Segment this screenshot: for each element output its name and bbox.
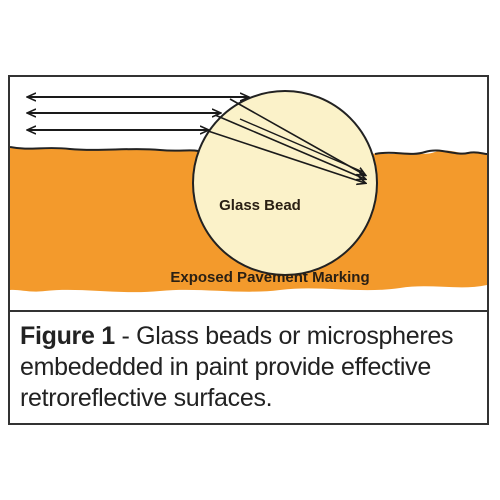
refracted-ray-4 — [239, 118, 364, 173]
caption-divider — [10, 310, 487, 312]
glass-bead-label: Glass Bead — [219, 197, 301, 214]
figure-frame: Glass Bead Exposed Pavement Marking Figu… — [8, 75, 489, 425]
glass-bead — [192, 90, 378, 276]
refracted-ray-2 — [214, 114, 365, 179]
retroreflection-diagram — [10, 90, 487, 293]
paint-surface-edge-right — [374, 149, 487, 155]
refracted-ray-1 — [229, 98, 365, 175]
refracted-ray-3 — [207, 130, 365, 183]
diagram-panel: Glass Bead Exposed Pavement Marking — [10, 77, 487, 310]
figure-label: Figure 1 — [20, 322, 115, 350]
caption-text: - Glass beads or microspheres embededded… — [20, 322, 454, 412]
figure-caption: Figure 1 - Glass beads or microspheres e… — [20, 321, 482, 414]
paint-surface-edge — [10, 146, 199, 152]
pavement-marking-label: Exposed Pavement Marking — [170, 269, 370, 286]
